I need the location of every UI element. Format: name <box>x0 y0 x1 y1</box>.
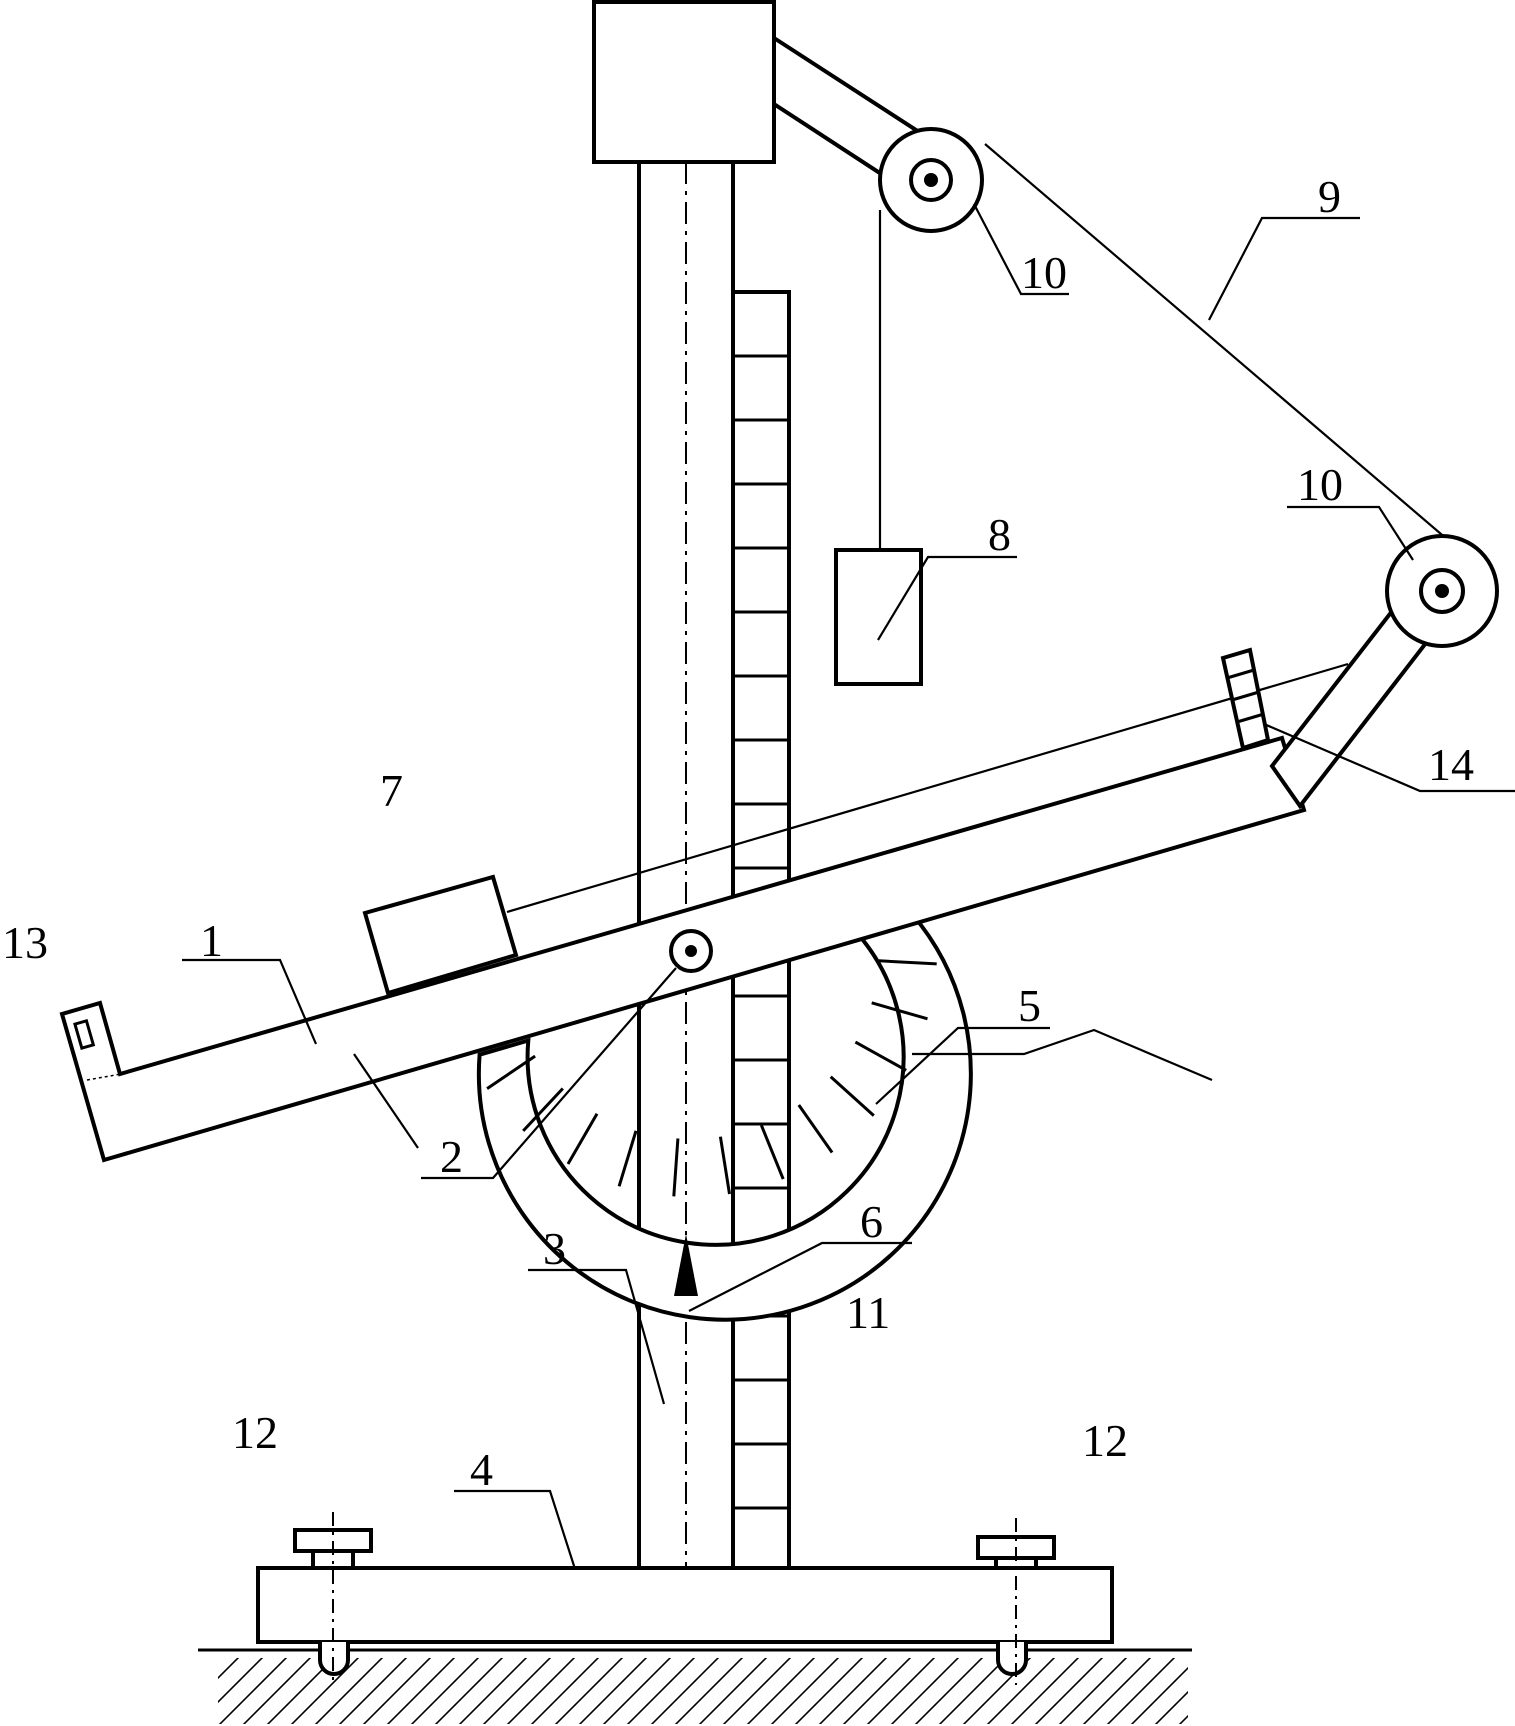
label-8: 8 <box>988 509 1011 560</box>
base <box>256 1566 1114 1644</box>
label-13: 13 <box>2 917 48 968</box>
protractor-division <box>617 1130 638 1187</box>
label-2: 2 <box>440 1131 463 1182</box>
label-6: 6 <box>860 1196 883 1247</box>
cable <box>506 143 1449 914</box>
top-pulley-assembly <box>772 34 984 233</box>
protractor-division <box>566 1113 599 1165</box>
label-5: 5 <box>1018 980 1041 1031</box>
protractor-division <box>672 1138 680 1197</box>
protractor-division <box>829 1075 875 1117</box>
pivot <box>669 929 713 973</box>
protractor-division <box>871 1001 928 1021</box>
label-12-right: 12 <box>1082 1415 1128 1466</box>
protractor-division <box>760 1124 785 1180</box>
end-stop <box>73 1018 96 1051</box>
label-1: 1 <box>200 915 223 966</box>
protractor-division <box>797 1104 834 1154</box>
protractor-division <box>522 1087 564 1132</box>
protractor-division <box>718 1136 731 1195</box>
label-14: 14 <box>1428 739 1474 790</box>
ground <box>198 1648 1192 1724</box>
pointer-arrow <box>674 1234 698 1296</box>
protractor-division <box>878 959 937 966</box>
label-3: 3 <box>543 1223 566 1274</box>
label-12-left: 12 <box>232 1407 278 1458</box>
leveling-feet <box>293 1512 1056 1685</box>
end-pulley-assembly <box>1269 534 1499 810</box>
sliding-block <box>362 874 519 996</box>
label-11: 11 <box>846 1287 890 1338</box>
leader-lines <box>182 203 1515 1570</box>
label-10-end: 10 <box>1297 459 1343 510</box>
counterweight <box>834 548 923 686</box>
label-7: 7 <box>380 765 403 816</box>
label-9: 9 <box>1318 171 1341 222</box>
protractor-division <box>854 1040 907 1072</box>
protractor-division <box>486 1054 536 1090</box>
label-10-top: 10 <box>1021 247 1067 298</box>
label-4: 4 <box>470 1444 493 1495</box>
